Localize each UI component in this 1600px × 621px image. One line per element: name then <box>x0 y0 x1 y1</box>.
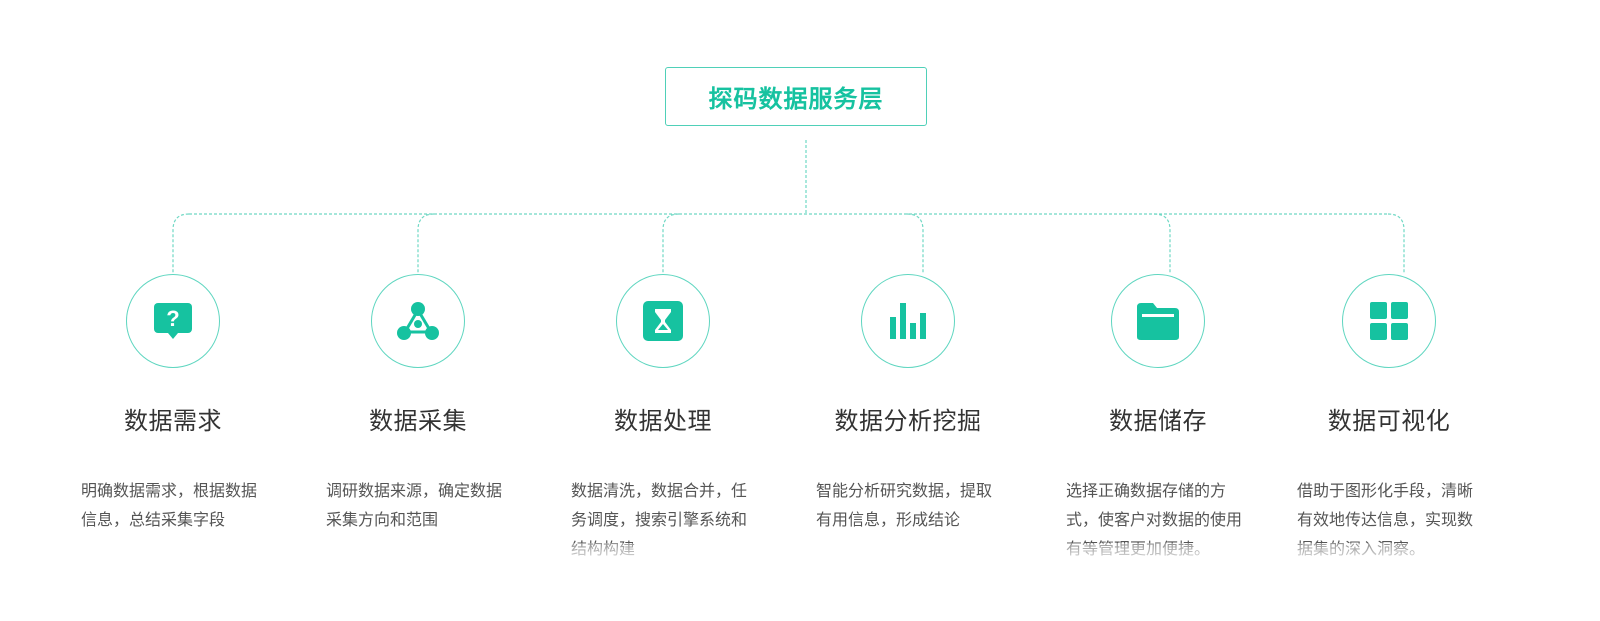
node-data-storage: 数据储存 选择正确数据存储的方式，使客户对数据的使用有等管理更加便捷。 <box>1038 274 1278 563</box>
root-label: 探码数据服务层 <box>708 85 884 113</box>
node-title: 数据处理 <box>614 407 712 435</box>
node-title: 数据采集 <box>369 407 467 435</box>
node-icon-circle <box>371 274 465 368</box>
node-title: 数据可视化 <box>1327 407 1451 435</box>
node-icon-circle <box>861 274 955 368</box>
branch-line-4 <box>906 213 924 274</box>
node-title: 数据储存 <box>1109 407 1207 435</box>
branch-line-5 <box>1153 213 1171 274</box>
root-service-layer-box: 探码数据服务层 <box>665 67 927 126</box>
node-description: 智能分析研究数据，提取有用信息，形成结论 <box>816 476 1000 563</box>
node-data-visualization: 数据可视化 借助于图形化手段，清晰有效地传达信息，实现数据集的深入洞察。 <box>1269 274 1509 563</box>
question-bubble-icon: ? <box>154 303 192 339</box>
node-data-processing: 数据处理 数据清洗，数据合并，任务调度，搜索引擎系统和结构构建 <box>543 274 783 563</box>
node-icon-circle <box>616 274 710 368</box>
node-icon-circle <box>1111 274 1205 368</box>
node-data-requirement: ? 数据需求 明确数据需求，根据数据信息，总结采集字段 <box>53 274 293 563</box>
branch-line-3 <box>662 213 680 274</box>
node-data-analysis-mining: 数据分析挖掘 智能分析研究数据，提取有用信息，形成结论 <box>788 274 1028 563</box>
node-description: 明确数据需求，根据数据信息，总结采集字段 <box>81 476 265 563</box>
node-description: 借助于图形化手段，清晰有效地传达信息，实现数据集的深入洞察。 <box>1297 476 1481 563</box>
node-title: 数据需求 <box>124 407 222 435</box>
bar-chart-icon <box>890 303 926 339</box>
molecule-icon <box>397 302 439 340</box>
hourglass-icon <box>643 301 683 341</box>
node-description: 数据清洗，数据合并，任务调度，搜索引擎系统和结构构建 <box>571 476 755 563</box>
node-title: 数据分析挖掘 <box>834 407 982 435</box>
node-data-collection: 数据采集 调研数据来源，确定数据采集方向和范围 <box>298 274 538 563</box>
node-icon-circle: ? <box>126 274 220 368</box>
branch-line-2 <box>417 213 435 274</box>
branch-line-1 <box>172 213 190 274</box>
node-description: 调研数据来源，确定数据采集方向和范围 <box>326 476 510 563</box>
branch-line-6 <box>1387 213 1405 274</box>
node-icon-circle <box>1342 274 1436 368</box>
svg-text:?: ? <box>166 306 179 331</box>
folder-icon <box>1137 303 1179 340</box>
grid-icon <box>1370 302 1408 340</box>
node-description: 选择正确数据存储的方式，使客户对数据的使用有等管理更加便捷。 <box>1066 476 1250 563</box>
